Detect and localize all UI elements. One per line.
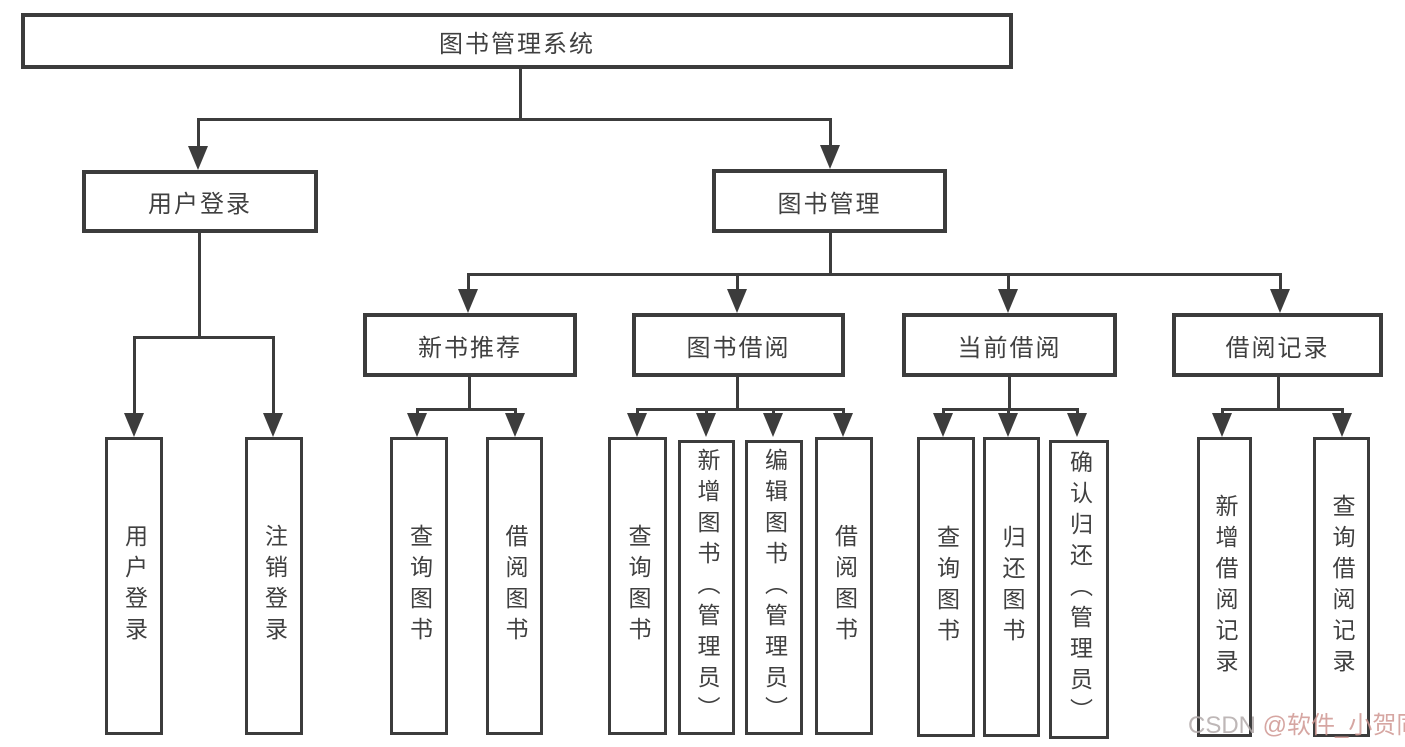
node-borrow-records: 借阅记录 [1172, 313, 1383, 377]
arrow-down-icon [1270, 289, 1290, 313]
connector-line [197, 118, 200, 152]
connector-line [197, 118, 832, 121]
connector-line [942, 408, 1079, 411]
node-user-login: 用户登录 [82, 170, 318, 233]
arrow-down-icon [124, 413, 144, 437]
node-current-borrow: 当前借阅 [902, 313, 1117, 377]
leaf-nbr-borrow-books-label: 借阅图书 [502, 524, 528, 648]
connector-line [829, 118, 832, 151]
leaf-nbr-borrow-books: 借阅图书 [486, 437, 543, 735]
connector-line [636, 408, 844, 411]
leaf-br-query-record: 查询借阅记录 [1313, 437, 1370, 737]
connector-line [133, 336, 136, 416]
arrow-down-icon [627, 413, 647, 437]
leaf-user-login: 用户登录 [105, 437, 163, 735]
leaf-nbr-query-books-label: 查询图书 [406, 524, 433, 648]
connector-line [272, 336, 275, 416]
arrow-down-icon [998, 289, 1018, 313]
connector-line [519, 69, 522, 118]
leaf-bb-query-books-label: 查询图书 [625, 524, 651, 648]
arrow-down-icon [1212, 413, 1232, 437]
leaf-user-login-label: 用户登录 [121, 524, 148, 648]
leaf-logout-label: 注销登录 [261, 524, 288, 648]
connector-line [468, 377, 471, 408]
arrow-down-icon [407, 413, 427, 437]
node-new-book-recommend-label: 新书推荐 [418, 334, 522, 362]
connector-line [133, 336, 275, 339]
leaf-br-query-record-label: 查询借阅记录 [1329, 494, 1355, 680]
leaf-br-add-record-label: 新增借阅记录 [1212, 494, 1238, 680]
leaf-cb-query-books: 查询图书 [917, 437, 975, 737]
leaf-bb-edit-books-admin-label: 编辑图书（管理员） [761, 448, 788, 727]
arrow-down-icon [820, 145, 840, 169]
node-book-borrow-label: 图书借阅 [686, 334, 791, 362]
arrow-down-icon [763, 413, 783, 437]
node-new-book-recommend: 新书推荐 [363, 313, 577, 377]
connector-line [198, 233, 201, 336]
leaf-cb-return-books-label: 归还图书 [999, 525, 1025, 649]
node-book-borrow: 图书借阅 [632, 313, 845, 377]
csdn-watermark-handle: @软件_小贺同学 [1262, 712, 1405, 739]
connector-line [1007, 273, 1010, 293]
leaf-nbr-query-books: 查询图书 [390, 437, 448, 735]
arrow-down-icon [933, 413, 953, 437]
node-borrow-records-label: 借阅记录 [1225, 334, 1330, 362]
csdn-watermark-brand: CSDN [1188, 712, 1263, 739]
connector-line [1279, 273, 1282, 293]
leaf-bb-query-books: 查询图书 [608, 437, 667, 735]
arrow-down-icon [727, 289, 747, 313]
arrow-down-icon [833, 413, 853, 437]
leaf-bb-add-books-admin: 新增图书（管理员） [678, 440, 735, 735]
arrow-down-icon [1067, 413, 1087, 437]
node-current-borrow-label: 当前借阅 [957, 334, 1062, 362]
connector-line [467, 273, 1282, 276]
connector-line [1221, 408, 1343, 411]
arrow-down-icon [263, 413, 283, 437]
arrow-down-icon [998, 413, 1018, 437]
leaf-cb-confirm-return-admin-label: 确认归还（管理员） [1066, 450, 1093, 729]
arrow-down-icon [505, 413, 525, 437]
connector-line [416, 408, 517, 411]
leaf-br-add-record: 新增借阅记录 [1197, 437, 1252, 737]
node-book-management-label: 图书管理 [777, 190, 882, 218]
leaf-cb-query-books-label: 查询图书 [933, 525, 960, 649]
leaf-bb-borrow-books-label: 借阅图书 [831, 524, 858, 648]
leaf-bb-edit-books-admin: 编辑图书（管理员） [745, 440, 803, 735]
connector-line [1277, 377, 1280, 408]
node-user-login-label: 用户登录 [148, 191, 252, 218]
connector-line [1008, 377, 1011, 408]
arrow-down-icon [1332, 413, 1352, 437]
leaf-cb-return-books: 归还图书 [983, 437, 1040, 737]
connector-line [829, 233, 832, 273]
leaf-cb-confirm-return-admin: 确认归还（管理员） [1049, 440, 1109, 739]
connector-line [467, 273, 470, 293]
connector-line [736, 377, 739, 408]
node-root: 图书管理系统 [21, 13, 1013, 69]
node-root-label: 图书管理系统 [439, 30, 595, 58]
csdn-watermark: CSDN @软件_小贺同学 [1188, 705, 1405, 740]
arrow-down-icon [188, 146, 208, 170]
leaf-bb-borrow-books: 借阅图书 [815, 437, 873, 735]
leaf-logout: 注销登录 [245, 437, 303, 735]
leaf-bb-add-books-admin-label: 新增图书（管理员） [694, 448, 720, 727]
node-book-management: 图书管理 [712, 169, 947, 233]
connector-line [736, 273, 739, 293]
arrow-down-icon [696, 413, 716, 437]
arrow-down-icon [458, 289, 478, 313]
